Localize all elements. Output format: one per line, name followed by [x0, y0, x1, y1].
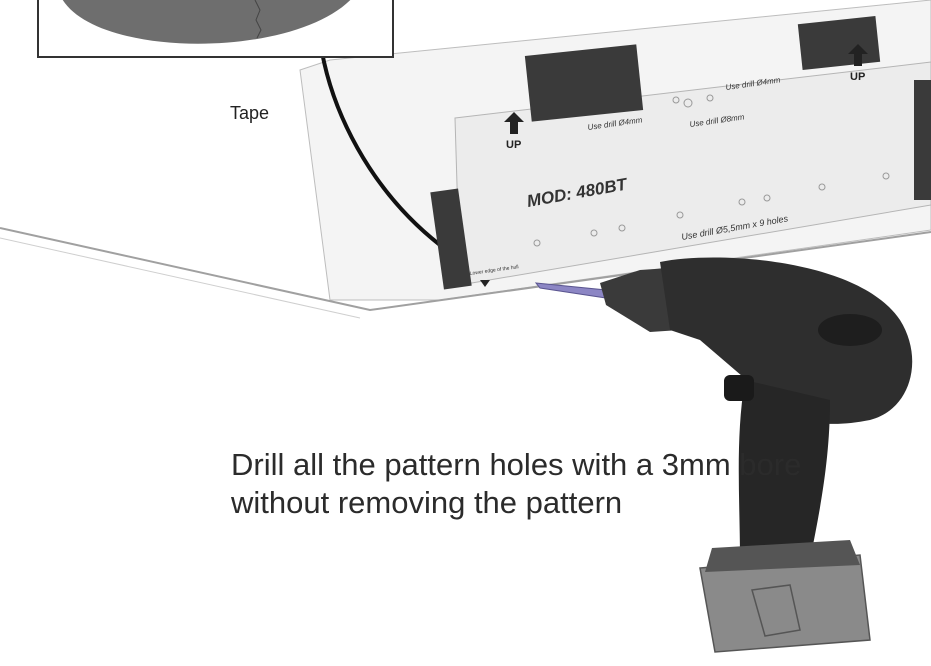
hull-seam [318, 39, 442, 247]
down-arrow-icon [480, 280, 490, 287]
cordless-drill [600, 257, 913, 653]
drill-trigger [724, 375, 754, 401]
drill-bit [534, 282, 607, 299]
pattern-holes [533, 94, 890, 247]
up-arrow-icon [848, 44, 868, 66]
tape-detail-shape [63, 0, 350, 44]
tape-piece [914, 80, 931, 200]
up-label-right: UP [850, 71, 865, 83]
drill-handle [738, 380, 830, 560]
instruction-line-1: Drill all the pattern holes with a 3mm b… [231, 447, 802, 482]
instruction-line-2: without removing the pattern [231, 485, 623, 520]
instruction-text: Drill all the pattern holes with a 3mm b… [231, 446, 802, 522]
tape-piece [430, 188, 472, 290]
up-arrow-icon [504, 112, 524, 134]
hull-bottom-edge [0, 227, 931, 312]
tape-piece [524, 44, 644, 122]
tape-piece [797, 16, 881, 70]
up-label-left: UP [506, 139, 521, 151]
drill-chuck [600, 268, 680, 332]
tape-caption: Tape [230, 103, 270, 123]
drill-body [660, 257, 913, 424]
